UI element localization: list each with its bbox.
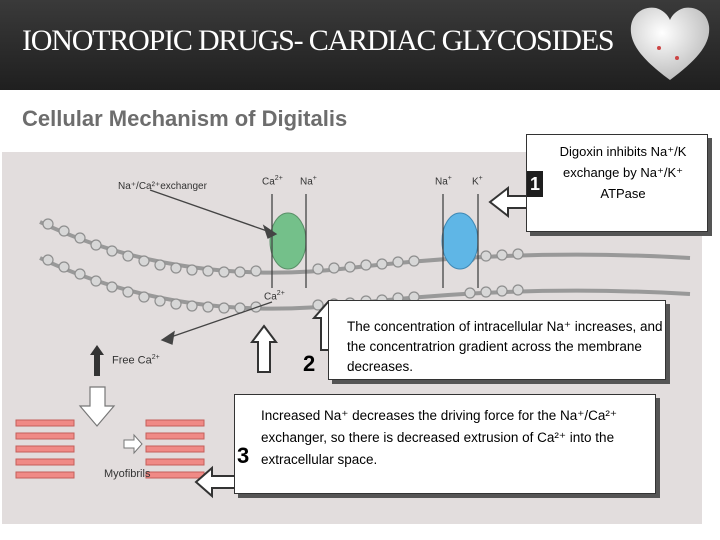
callout-2: 2 The concentration of intracellular Na⁺…	[303, 300, 666, 380]
slide-subtitle: Cellular Mechanism of Digitalis	[22, 106, 348, 131]
title-bar: IONOTROPIC DRUGS- CARDIAC GLYCOSIDES	[0, 0, 720, 90]
exchanger-label: Na⁺/Ca²⁺exchanger	[118, 181, 207, 192]
callout-1-text: Digoxin inhibits Na⁺/K exchange by Na⁺/K…	[559, 144, 687, 201]
ca-label-bottom: Ca2+	[264, 290, 285, 303]
callout-2-number: 2	[303, 351, 316, 376]
na-ca-exchanger	[269, 212, 307, 270]
na-k-atpase-pump	[441, 212, 479, 270]
down-arrow-icon	[78, 386, 116, 427]
k-label: K+	[472, 175, 483, 188]
transport-arrows	[149, 189, 479, 345]
right-arrow-icon	[123, 433, 143, 455]
digitalis-mechanism-diagram: Na⁺/Ca²⁺exchanger Ca2+ Na+ Na+ K+ Ca2+ F…	[0, 134, 720, 530]
na-pump-label: Na+	[435, 175, 452, 188]
heart-icon	[630, 7, 710, 80]
callout-1-number: 1	[527, 171, 543, 197]
myofibrils-label: Myofibrils	[104, 468, 151, 480]
callout-1: 1 Digoxin inhibits Na⁺/K exchange by Na⁺…	[526, 134, 708, 232]
callout-3-number: 3	[237, 443, 250, 468]
callout-arrow-3	[194, 324, 278, 499]
callout-3: 3 Increased Na⁺ decreases the driving fo…	[234, 394, 656, 494]
free-ca-label: Free Ca2+	[112, 354, 160, 367]
slide-title: IONOTROPIC DRUGS- CARDIAC GLYCOSIDES	[22, 24, 615, 57]
callout-3-text: Increased Na⁺ decreases the driving forc…	[261, 408, 618, 467]
ca-label-top: Ca2+	[262, 175, 283, 188]
myofibril-bars	[15, 419, 205, 479]
na-label-top: Na+	[300, 175, 317, 188]
free-ca-arrows	[90, 345, 104, 376]
callout-2-text: The concentration of intracellular Na⁺ i…	[347, 319, 663, 374]
